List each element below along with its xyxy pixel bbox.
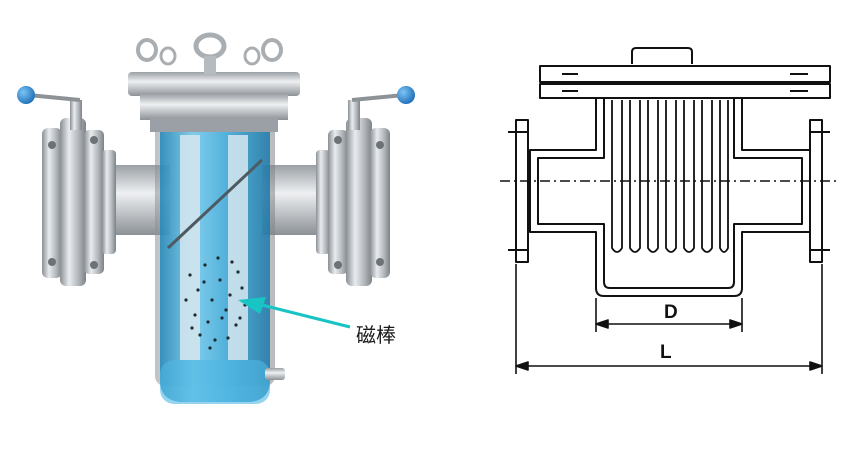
cover-plate bbox=[539, 47, 831, 99]
left-flange bbox=[42, 118, 116, 286]
lifting-ring-icon bbox=[193, 32, 227, 60]
engineering-drawing bbox=[500, 47, 838, 374]
magnetic-rods bbox=[611, 100, 729, 253]
top-cover bbox=[128, 32, 300, 132]
magnetic-rod bbox=[228, 135, 248, 360]
body-outline-outer bbox=[529, 98, 811, 297]
lifting-ring-icon bbox=[159, 46, 177, 66]
dimension-D bbox=[595, 298, 743, 332]
right-knob-icon bbox=[397, 86, 415, 104]
vessel-body bbox=[155, 118, 285, 404]
right-flange bbox=[316, 118, 390, 286]
outlet-flange bbox=[809, 119, 830, 263]
left-knob-icon bbox=[17, 86, 35, 104]
lifting-ring-icon bbox=[261, 38, 283, 62]
left-valve-handle bbox=[17, 86, 82, 130]
right-valve-handle bbox=[348, 86, 415, 130]
dimension-D-label: D bbox=[664, 302, 678, 323]
dimension-L-label: L bbox=[660, 342, 672, 363]
captured-particles bbox=[184, 256, 247, 350]
callout-label: 磁棒 bbox=[356, 323, 396, 347]
strainer-illustration: 磁棒 bbox=[17, 32, 415, 404]
magnetic-rod bbox=[180, 135, 200, 360]
magnetic-rod-callout: 磁棒 bbox=[238, 297, 396, 347]
dimension-L bbox=[515, 264, 823, 374]
lifting-ring-icon bbox=[243, 46, 261, 66]
body-outline-inner bbox=[537, 98, 803, 289]
lifting-ring-icon bbox=[136, 38, 158, 62]
inlet-flange bbox=[508, 119, 529, 263]
